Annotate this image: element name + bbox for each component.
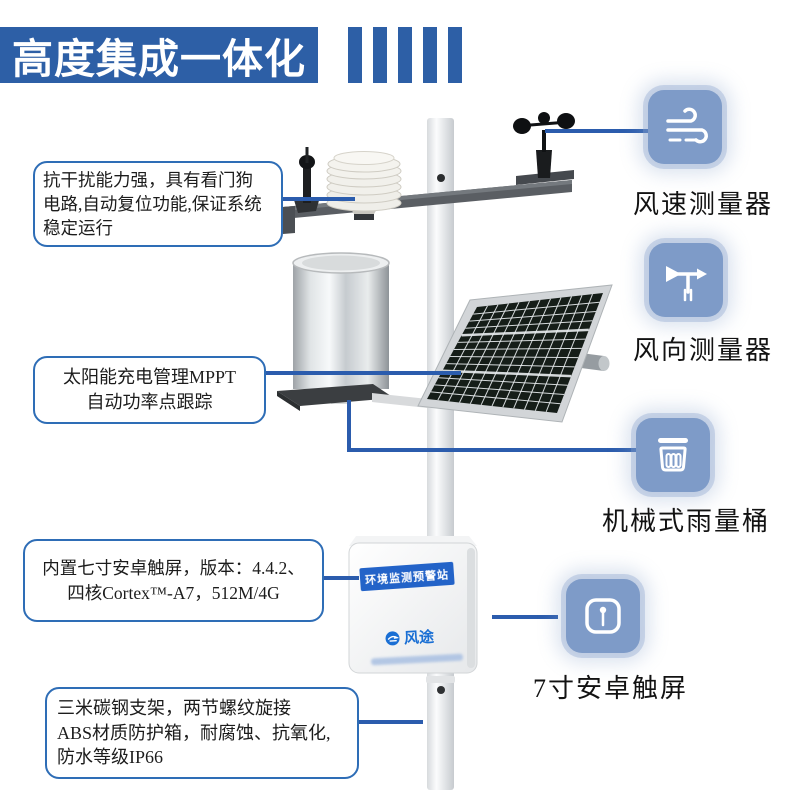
banner-bar — [348, 27, 362, 83]
connector-callout4-pole — [334, 720, 423, 724]
radiation-shield — [326, 151, 402, 220]
callout-mppt: 太阳能充电管理MPPT 自动功率点跟踪 — [33, 356, 266, 424]
brand-name: 风途 — [403, 628, 435, 648]
connector-callout2-panel — [261, 371, 461, 375]
control-box — [348, 536, 478, 674]
connector-callout3-box — [312, 576, 359, 580]
feature-label-touch-screen: 7寸安卓触屏 — [533, 674, 689, 703]
banner-bars — [348, 27, 462, 83]
gauge-platform — [277, 384, 428, 411]
callout-line: 太阳能充电管理MPPT — [62, 367, 237, 388]
solar-panel — [417, 284, 613, 423]
brand-logo-icon — [385, 631, 400, 646]
banner-bar — [398, 27, 412, 83]
callout-android-screen: 内置七寸安卓触屏，版本：4.4.2、 四核Cortex™-A7，512M/4G — [23, 539, 324, 622]
banner-bar — [373, 27, 387, 83]
connector-gauge-icon — [347, 448, 636, 452]
title-banner: 高度集成一体化 — [0, 27, 318, 83]
left-sensor — [294, 147, 320, 213]
wind-direction-icon — [649, 243, 723, 317]
solar-cell-grid — [430, 293, 600, 413]
pole-screw-bottom — [437, 686, 445, 694]
callout-line: 内置七寸安卓触屏，版本：4.4.2、 — [42, 558, 305, 579]
callout-anti-interference: 抗干扰能力强，具有看门狗 电路,自动复位功能,保证系统 稳定运行 — [33, 161, 283, 247]
feature-label-wind-direction: 风向测量器 — [633, 336, 774, 365]
anemometer — [513, 112, 575, 185]
connector-box-icon — [492, 615, 558, 619]
callout-line: 抗干扰能力强，具有看门狗 — [43, 169, 253, 190]
rain-gauge — [292, 252, 390, 404]
banner-bar — [448, 27, 462, 83]
pole-screw-top — [437, 174, 445, 182]
rain-bucket-icon — [636, 418, 710, 492]
callout-line: 电路,自动复位功能,保证系统 — [43, 193, 262, 214]
feature-label-wind-speed: 风速测量器 — [633, 190, 774, 219]
callout-line: ABS材质防护箱，耐腐蚀、抗氧化, — [57, 722, 331, 743]
callout-line: 四核Cortex™-A7，512M/4G — [67, 582, 280, 603]
touch-screen-icon — [566, 579, 640, 653]
connector-anemometer-icon — [545, 129, 648, 133]
wind-speed-icon — [648, 90, 722, 164]
feature-label-rain-bucket: 机械式雨量桶 — [602, 507, 771, 536]
pole-collar — [426, 676, 455, 683]
callout-bracket-enclosure: 三米碳钢支架，两节螺纹旋接 ABS材质防护箱，耐腐蚀、抗氧化, 防水等级IP66 — [45, 687, 359, 779]
connector-gauge-vertical — [347, 400, 351, 452]
callout-line: 稳定运行 — [43, 218, 113, 239]
connector-callout1-shield — [263, 197, 355, 201]
callout-line: 三米碳钢支架，两节螺纹旋接 — [57, 697, 291, 718]
page-title: 高度集成一体化 — [12, 36, 306, 82]
callout-line: 自动功率点跟踪 — [86, 392, 213, 412]
callout-line: 防水等级IP66 — [57, 747, 164, 768]
brand-logo: 风途 — [384, 626, 434, 650]
banner-bar — [423, 27, 437, 83]
